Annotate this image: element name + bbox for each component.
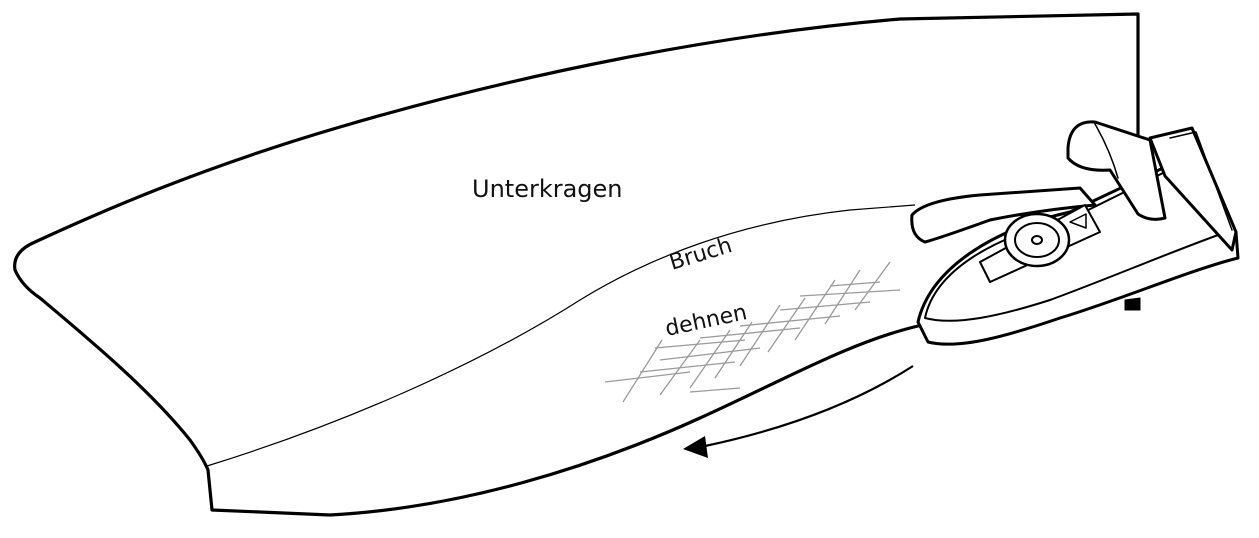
label-under-collar: Unterkragen [472,175,623,203]
collar-edge [13,12,1140,517]
fold-line [206,204,916,467]
label-fold: Bruch [666,233,735,276]
stretch-hatching [604,261,901,403]
label-stretch: dehnen [663,300,749,342]
iron-icon [910,120,1240,346]
curved-arrow-icon [683,365,914,458]
